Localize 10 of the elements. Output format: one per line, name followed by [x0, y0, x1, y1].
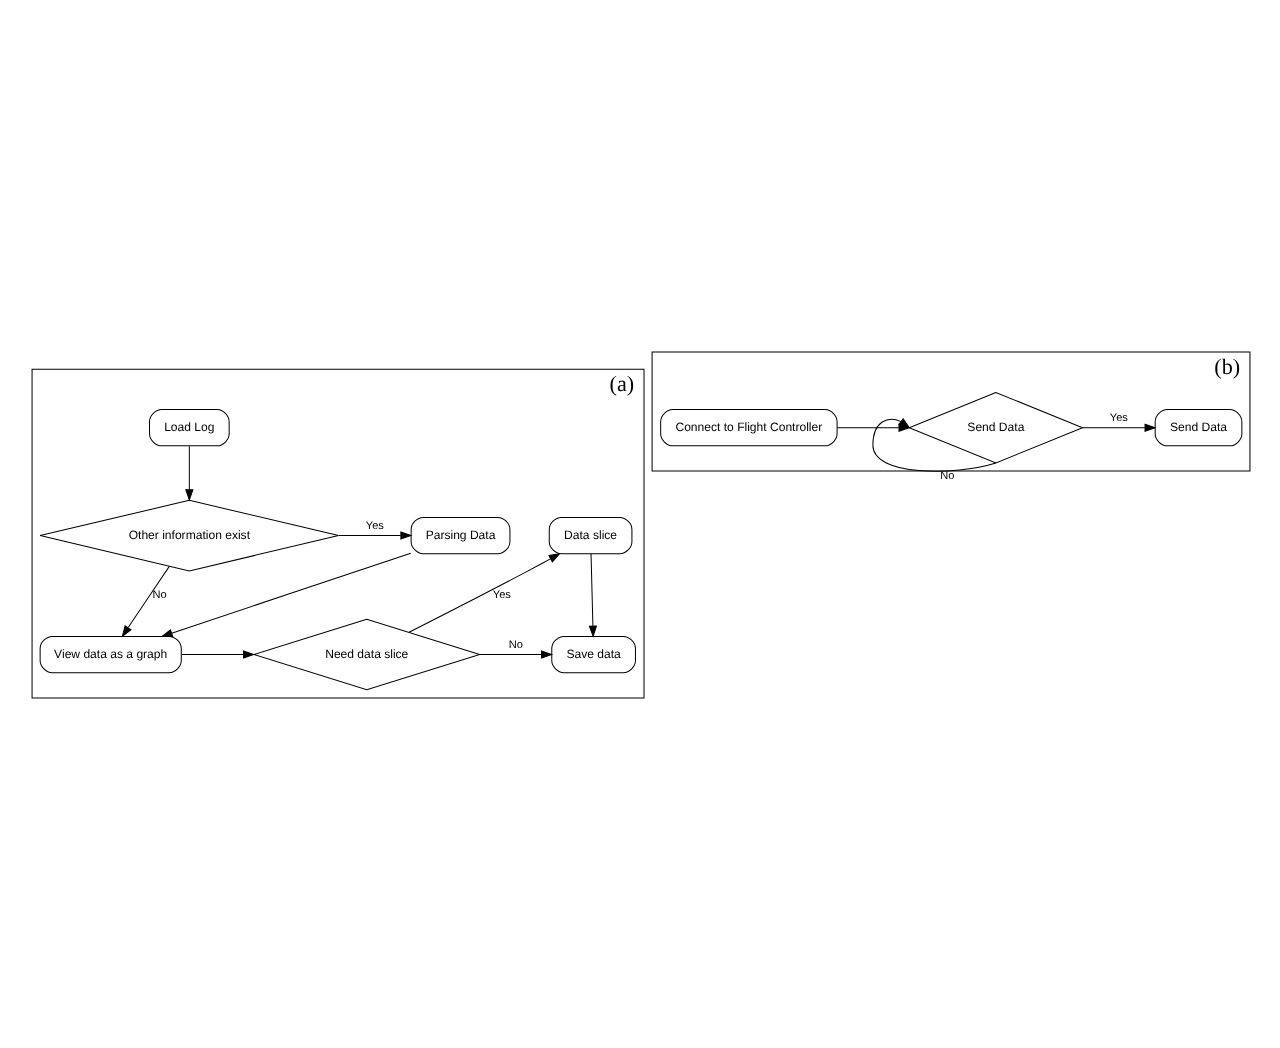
- arrow: [337, 530, 412, 539]
- arrow: [159, 551, 411, 637]
- arrow: [1081, 422, 1156, 431]
- arrow: [184, 444, 193, 501]
- arrow: [180, 649, 255, 658]
- arrow: [871, 417, 996, 471]
- arrow: [478, 649, 553, 658]
- arrow: [120, 564, 169, 637]
- arrow: [407, 552, 560, 632]
- arrow: [587, 552, 597, 637]
